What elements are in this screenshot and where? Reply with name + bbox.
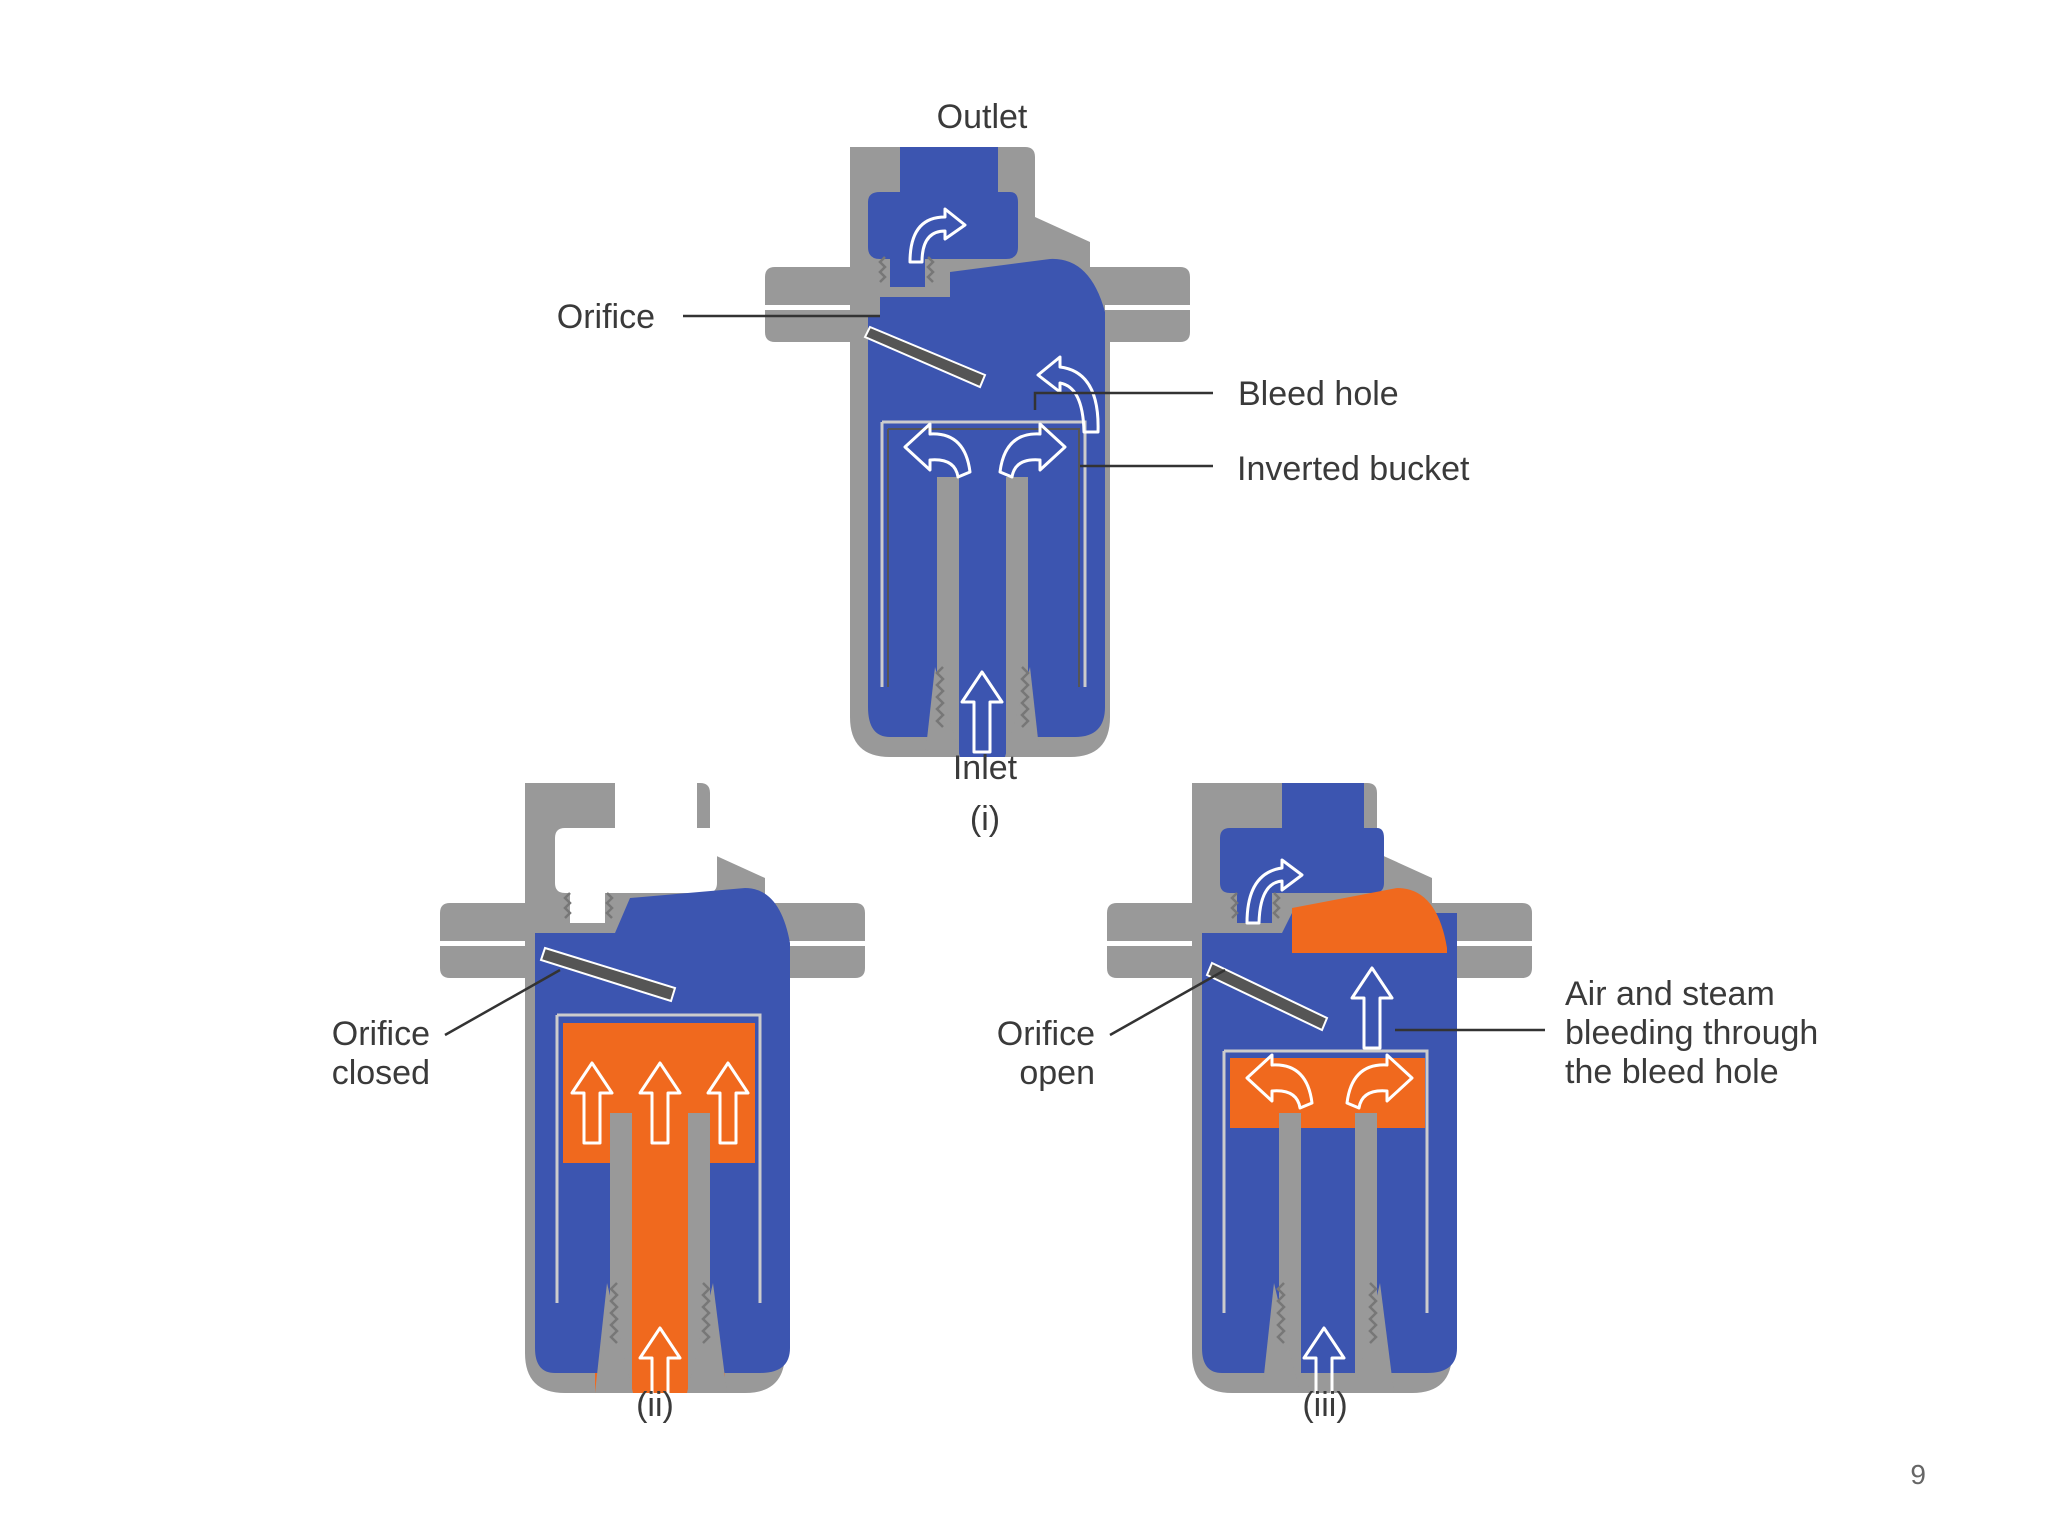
inlet-label: Inlet — [953, 749, 1018, 787]
bleed-label-line3: the bleed hole — [1565, 1053, 1779, 1091]
orifice-closed-label-line2: closed — [332, 1054, 430, 1092]
trap-diagram-i — [765, 147, 1190, 757]
bleed-label-line1: Air and steam — [1565, 975, 1775, 1013]
orifice-label: Orifice — [557, 298, 655, 336]
orifice-open-label-line1: Orifice — [997, 1015, 1095, 1053]
outlet-label: Outlet — [937, 98, 1028, 136]
caption-ii: (ii) — [636, 1386, 674, 1424]
bleed-hole-leader — [1033, 391, 1213, 410]
page-number: 9 — [1910, 1459, 1926, 1490]
caption-i: (i) — [970, 800, 1000, 838]
orifice-open-label-line2: open — [1019, 1054, 1095, 1092]
orifice-closed-label-line1: Orifice — [332, 1015, 430, 1053]
caption-iii: (iii) — [1302, 1386, 1347, 1424]
orifice-open-leader — [1109, 968, 1226, 1037]
bleed-hole-label: Bleed hole — [1238, 375, 1399, 413]
inverted-bucket-label: Inverted bucket — [1237, 450, 1470, 488]
trap-diagram-iii — [1107, 783, 1532, 1410]
orifice-closed-leader — [444, 968, 561, 1037]
trap-diagram-ii — [440, 783, 865, 1410]
bleed-label-line2: bleeding through — [1565, 1014, 1818, 1052]
